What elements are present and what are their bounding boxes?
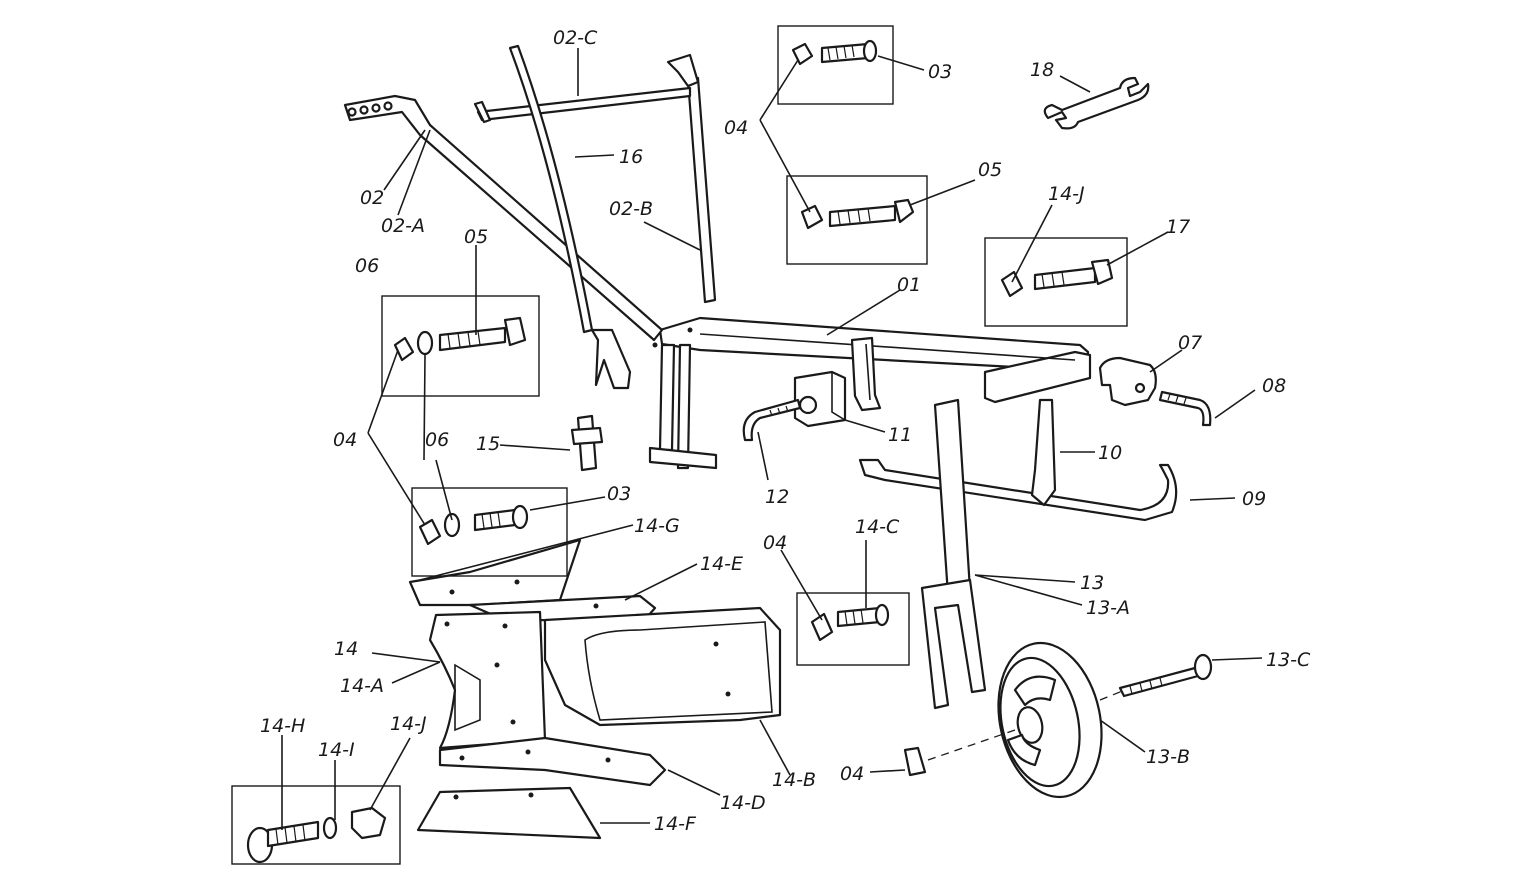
gauge-wheel-part — [997, 641, 1103, 799]
bolt-03-top — [791, 39, 878, 66]
callout-02-b: 02-B — [609, 198, 653, 220]
beam-clamp-part — [850, 336, 882, 412]
callout-07: 07 — [1178, 332, 1202, 354]
hardware-box-03-left — [411, 487, 568, 577]
callout-14-d: 14-D — [720, 792, 766, 814]
callout-08: 08 — [1262, 375, 1286, 397]
square-nut-part — [903, 746, 927, 777]
hook-bolt-part — [1158, 390, 1212, 427]
callout-04-left: 04 — [333, 429, 357, 451]
clevis-part — [1098, 356, 1157, 407]
bolt-14h — [246, 806, 387, 864]
callout-11: 11 — [888, 424, 912, 446]
beam-standard-part — [648, 343, 718, 470]
share-part — [438, 736, 667, 787]
callout-13-c: 13-C — [1266, 649, 1311, 671]
callout-14-j-bottom: 14-J — [390, 713, 427, 735]
callout-14-b: 14-B — [772, 769, 816, 791]
bolt-05-mid — [800, 198, 915, 230]
callout-13: 13 — [1080, 572, 1104, 594]
callout-14: 14 — [334, 638, 358, 660]
callout-14-j-top: 14-J — [1048, 183, 1085, 205]
callout-05-top: 05 — [978, 159, 1002, 181]
landside-part — [408, 538, 582, 607]
callout-14-c: 14-C — [855, 516, 900, 538]
callout-14-e: 14-E — [700, 553, 743, 575]
callout-03-left: 03 — [607, 483, 631, 505]
left-handle-part — [343, 94, 664, 342]
j-bolt-part — [742, 398, 802, 442]
hitch-bar-part — [858, 398, 1178, 522]
callout-10: 10 — [1098, 442, 1122, 464]
callout-04-mid: 04 — [763, 532, 787, 554]
callout-14-i: 14-I — [318, 739, 355, 761]
hardware-box-03 — [777, 25, 894, 105]
bolt-03-left — [418, 504, 529, 546]
bolt-14c — [810, 603, 890, 642]
shank-part — [428, 610, 547, 750]
cross-clip-part — [570, 414, 604, 472]
callout-06-upper: 06 — [355, 255, 379, 277]
wrench-part — [1043, 76, 1150, 130]
bolt-17 — [1000, 258, 1114, 298]
hardware-box-14c — [796, 592, 910, 666]
callout-15: 15 — [476, 433, 500, 455]
callout-01: 01 — [897, 274, 921, 296]
callout-05-left: 05 — [464, 226, 488, 248]
callout-13-a: 13-A — [1086, 597, 1130, 619]
callout-06-left: 06 — [425, 429, 449, 451]
axle-bolt-part — [1118, 653, 1213, 698]
callout-02-a: 02-A — [381, 215, 425, 237]
callout-13-b: 13-B — [1146, 746, 1190, 768]
callout-12: 12 — [765, 486, 789, 508]
callout-04-bottom: 04 — [840, 763, 864, 785]
hardware-box-05 — [786, 175, 928, 265]
handle-brace-part — [666, 53, 717, 304]
callout-14-h: 14-H — [260, 715, 305, 737]
callout-16: 16 — [619, 146, 643, 168]
callout-02: 02 — [360, 187, 384, 209]
handle-strap-part — [508, 44, 594, 334]
handle-bracket-part — [590, 328, 632, 390]
hardware-box-17 — [984, 237, 1128, 327]
leader-lines — [281, 48, 1263, 830]
hardware-box-05-left — [381, 295, 540, 397]
bolt-05-left — [393, 316, 527, 362]
callout-09: 09 — [1242, 488, 1266, 510]
callout-02-c: 02-C — [553, 27, 598, 49]
point-part — [416, 786, 602, 840]
clamp-block-part — [793, 370, 847, 428]
callout-14-a: 14-A — [340, 675, 384, 697]
callout-14-f: 14-F — [654, 813, 697, 835]
hardware-box-14h — [231, 785, 401, 865]
callout-03-top: 03 — [928, 61, 952, 83]
callout-04-top: 04 — [724, 117, 748, 139]
callout-18: 18 — [1030, 59, 1054, 81]
wheel-standard-part — [920, 398, 987, 710]
handle-crossbar-part — [473, 86, 692, 124]
callout-17: 17 — [1166, 216, 1190, 238]
moldboard-part — [543, 606, 782, 727]
callout-14-g: 14-G — [634, 515, 680, 537]
